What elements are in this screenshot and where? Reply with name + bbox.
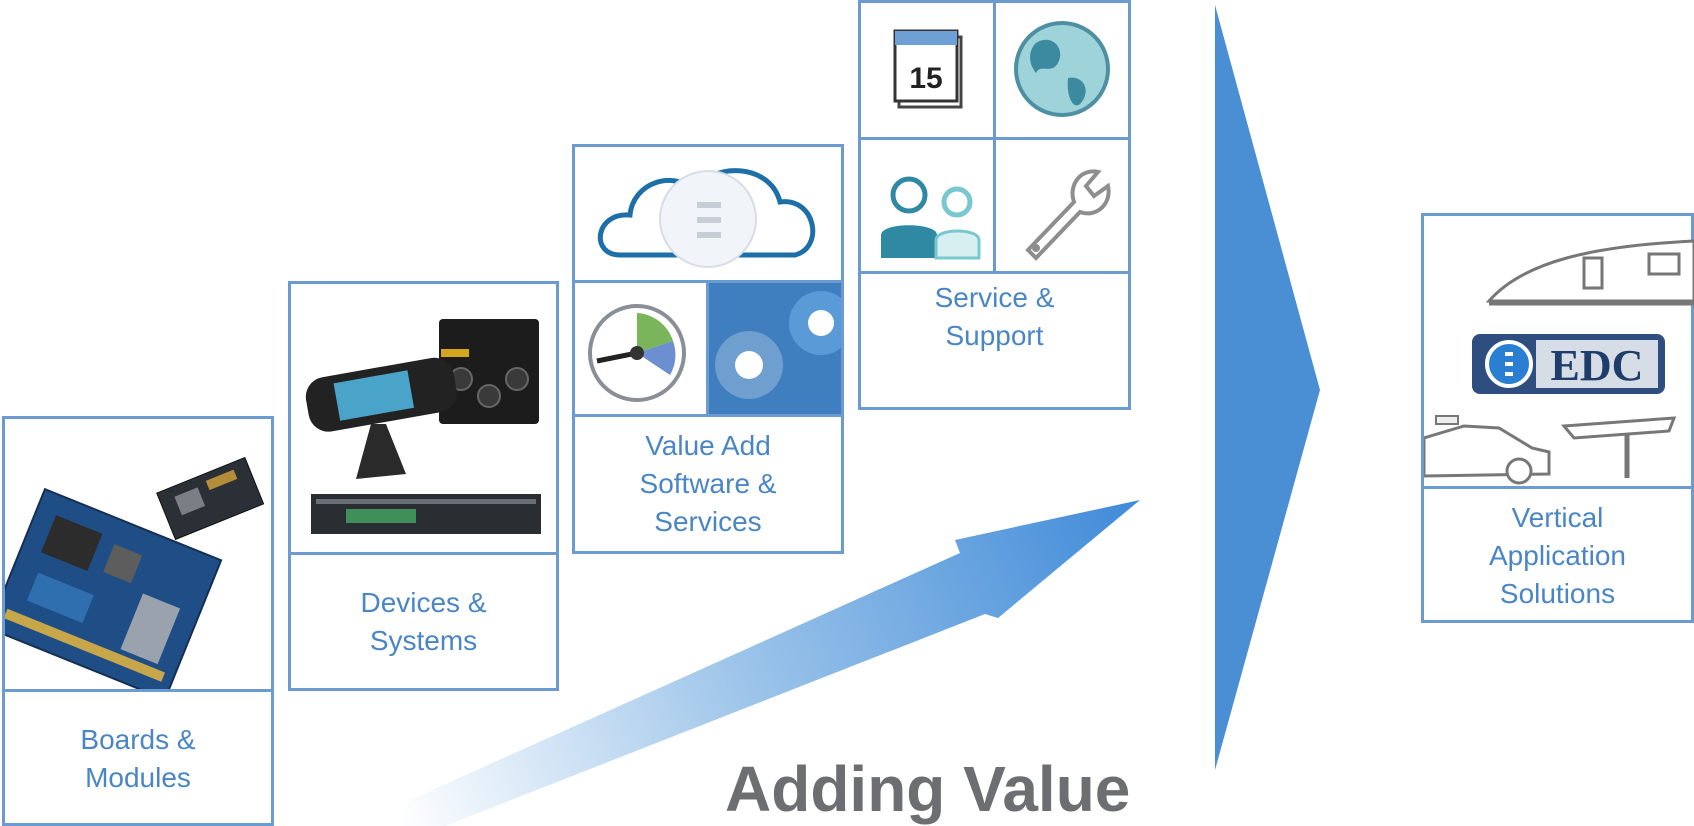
tier-boards: Boards & Modules	[2, 416, 274, 826]
vertical-image: EDC	[1424, 216, 1694, 486]
tier-label-service: Service & Support	[934, 281, 1055, 351]
calendar-cell: 15	[861, 3, 993, 137]
support-people-cell	[861, 140, 993, 271]
adding-value-title: Adding Value	[725, 753, 1131, 825]
calendar-day: 15	[909, 62, 942, 95]
tier-label-boards: Boards & Modules	[80, 724, 196, 793]
tier-service: 15 Service & Support	[858, 0, 1131, 410]
tier-label-software: Value Add Software & Services	[639, 430, 777, 537]
devices-image	[291, 284, 556, 552]
edc-logo-text: EDC	[1551, 341, 1644, 390]
big-chevron	[1215, 5, 1320, 770]
board-image	[5, 419, 271, 689]
wrench-cell	[996, 140, 1128, 271]
cloud-cell	[575, 147, 841, 280]
gears-cell	[709, 283, 841, 414]
globe-cell	[996, 3, 1128, 137]
tier-label-devices: Devices & Systems	[360, 586, 487, 656]
tier-software: Value Add Software & Services	[572, 144, 844, 554]
tier-label-vertical: Vertical Application Solutions	[1489, 502, 1626, 609]
gauge-cell	[575, 283, 706, 414]
tier-vertical: EDC Vertical Application Solutions	[1421, 213, 1694, 623]
tier-devices: Devices & Systems	[288, 281, 559, 691]
